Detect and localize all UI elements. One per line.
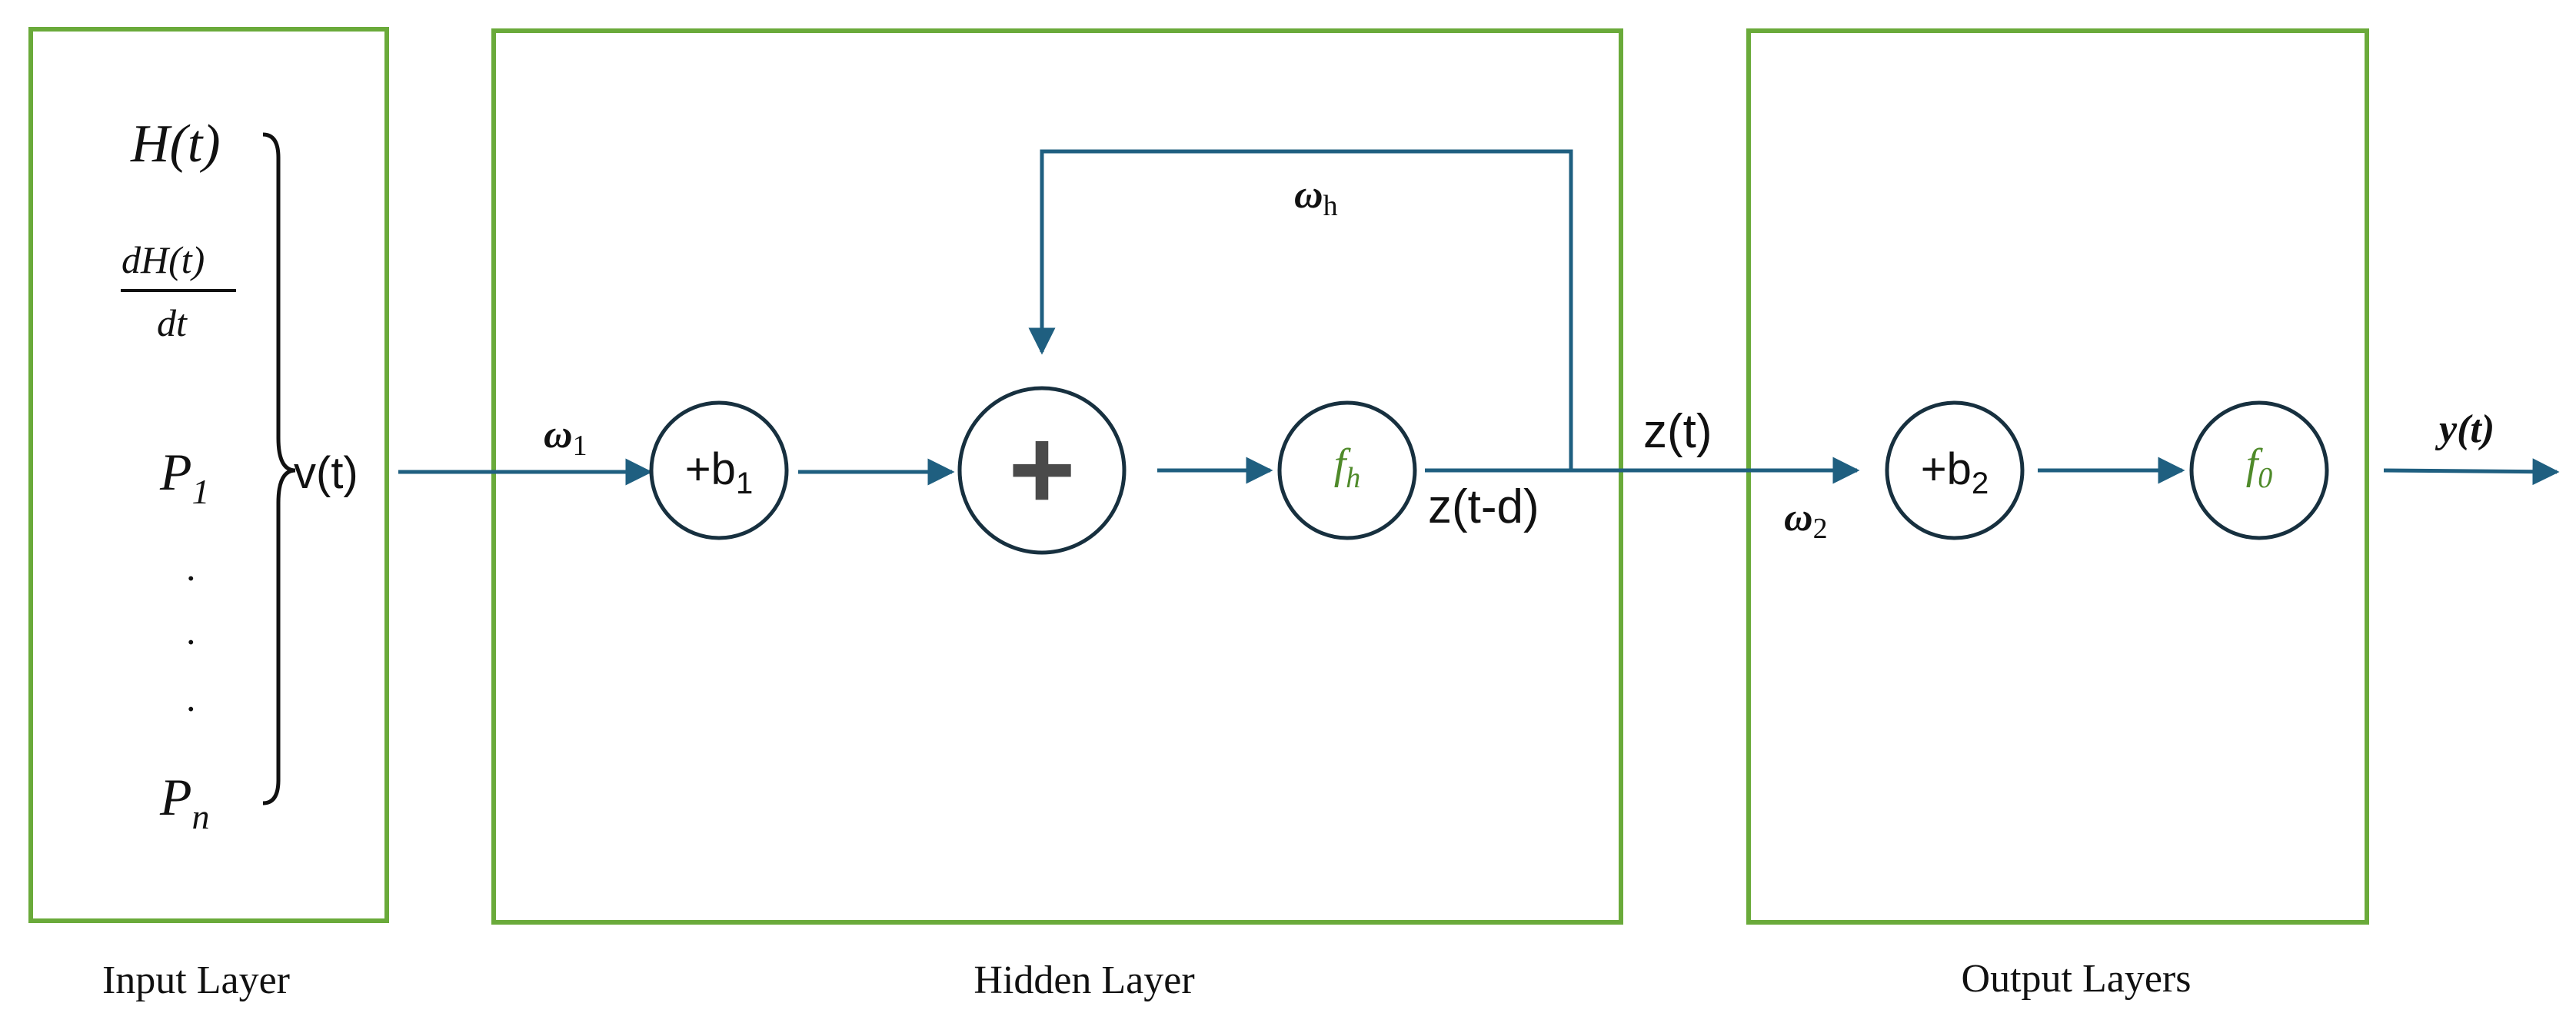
- signal-z-t: z(t): [1643, 405, 1712, 458]
- weight-w1: ω1: [544, 413, 587, 462]
- hidden-layer-box: [491, 28, 1623, 925]
- vector-label: v(t): [294, 448, 358, 498]
- sum-node: [957, 386, 1127, 555]
- fh-node: [1277, 400, 1417, 540]
- bias1-node: [649, 400, 789, 540]
- output-layer-label: Output Layers: [1962, 957, 2192, 1001]
- input-dot: .: [186, 609, 196, 653]
- weight-wh: ωh: [1294, 173, 1338, 222]
- input-dh-numerator: dH(t): [121, 238, 205, 281]
- input-p1: P1: [159, 443, 210, 511]
- signal-y-t: y(t): [2435, 407, 2494, 451]
- arrow-output: [2383, 458, 2560, 486]
- input-brace: [262, 132, 296, 805]
- signal-z-t-d: z(t-d): [1428, 480, 1539, 533]
- fo-node: [2189, 400, 2329, 540]
- weight-w2: ω2: [1784, 496, 1828, 545]
- bias1-label: +b1: [685, 444, 753, 500]
- input-dot: .: [186, 546, 196, 589]
- input-layer-box: [28, 27, 389, 923]
- hidden-layer-label: Hidden Layer: [973, 958, 1194, 1002]
- input-dh-denominator: dt: [157, 301, 188, 344]
- bias2-node: [1885, 400, 2025, 540]
- sum-symbol: +: [1008, 404, 1076, 533]
- bias2-label: +b2: [1921, 444, 1989, 500]
- input-layer-label: Input Layer: [102, 958, 290, 1002]
- input-pn: Pn: [159, 768, 210, 836]
- feedback-loop-arrow: [1028, 149, 1573, 470]
- output-layer-box: [1746, 28, 2369, 925]
- input-dot: .: [186, 676, 196, 719]
- input-h: H(t): [130, 115, 221, 174]
